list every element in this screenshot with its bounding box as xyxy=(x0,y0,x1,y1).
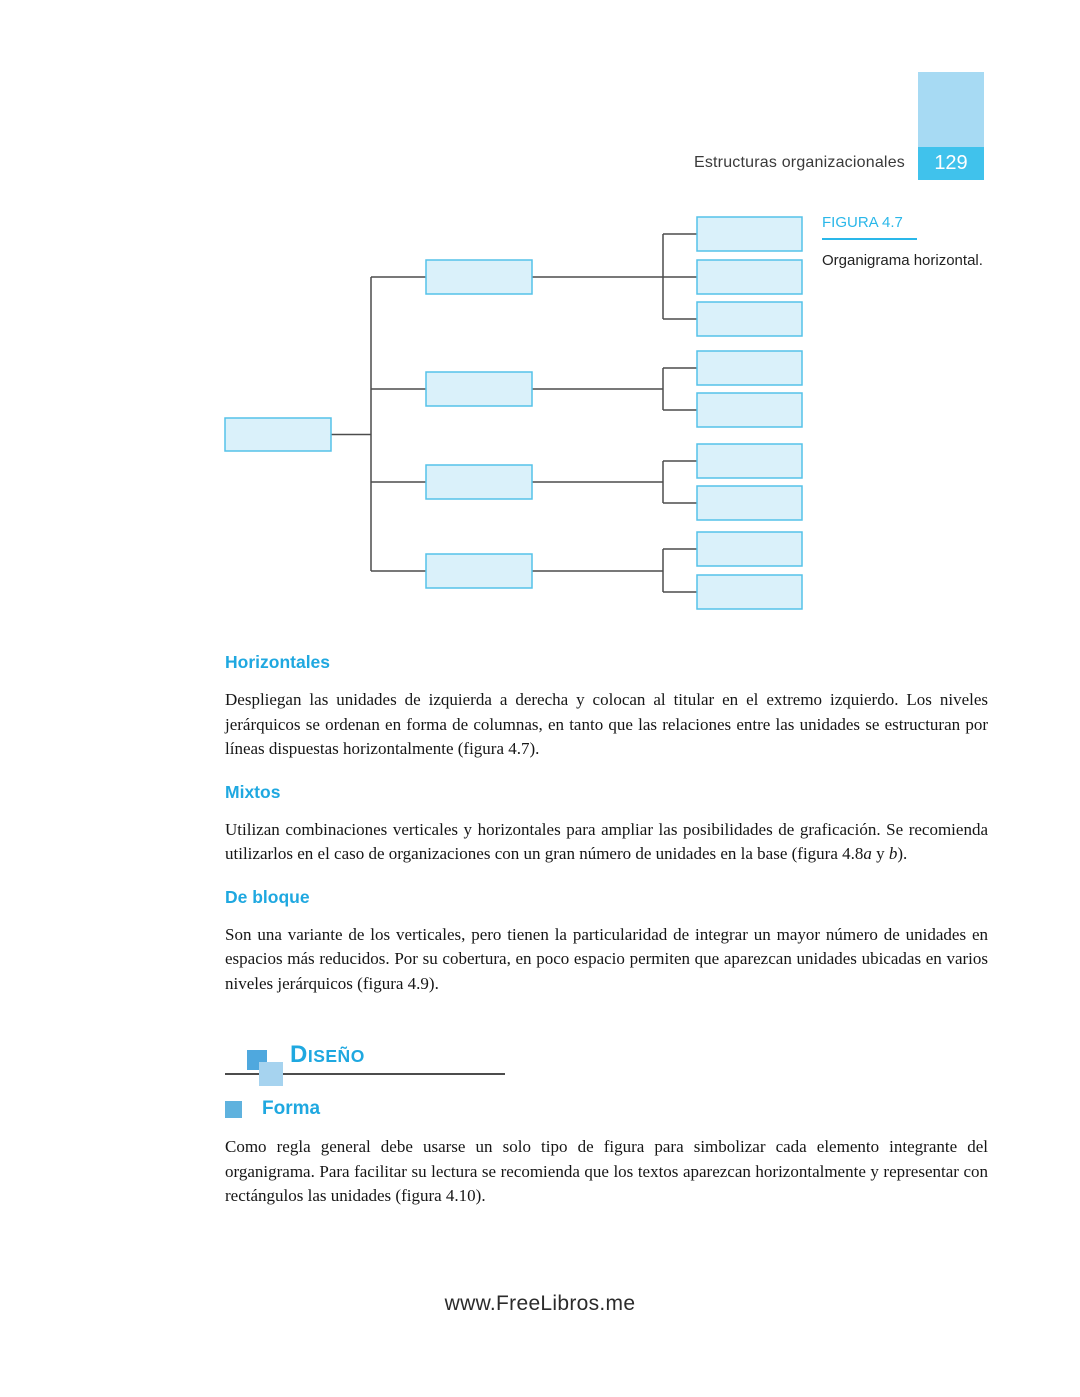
design-title-rest: ISEÑO xyxy=(307,1046,365,1066)
paragraph-mixtos-start: Utilizan combinaciones verticales y hori… xyxy=(225,819,988,864)
org-unit-box xyxy=(696,259,803,295)
org-unit-box xyxy=(696,301,803,337)
page-number: 129 xyxy=(918,147,984,180)
paragraph-forma: Como regla general debe usarse un solo t… xyxy=(225,1137,988,1205)
footer-url: www.FreeLibros.me xyxy=(444,1292,636,1315)
org-unit-box xyxy=(696,216,803,252)
section-design-header: DISEÑO xyxy=(225,1040,505,1092)
design-section-title: DISEÑO xyxy=(290,1041,365,1069)
running-header-title: Estructuras organizacionales xyxy=(693,154,905,171)
heading-forma: Forma xyxy=(262,1098,321,1119)
org-chart-units xyxy=(224,216,803,610)
design-rule-line xyxy=(225,1073,505,1075)
org-unit-box xyxy=(425,464,533,500)
paragraph-de-bloque: Son una variante de los verticales, pero… xyxy=(225,924,988,993)
subsection-forma-header: Forma xyxy=(225,1098,320,1120)
main-text-column: Horizontales Despliegan las unidades de … xyxy=(225,652,988,1016)
paragraph-mixtos-italic-b: b xyxy=(888,844,898,863)
org-chart-figure xyxy=(224,216,803,610)
paragraph-mixtos-middle: y xyxy=(871,844,889,863)
heading-de-bloque: De bloque xyxy=(225,886,310,907)
org-unit-box xyxy=(696,443,803,479)
org-unit-box xyxy=(425,371,533,407)
paragraph-mixtos-end: ). xyxy=(897,844,908,863)
figure-caption-text: Organigrama horizontal. xyxy=(822,252,983,269)
org-unit-box xyxy=(425,259,533,295)
org-unit-box xyxy=(224,417,332,452)
overlapping-squares-icon-light xyxy=(259,1062,283,1086)
org-unit-box xyxy=(696,574,803,610)
org-unit-box xyxy=(696,392,803,428)
paragraph-mixtos: Utilizan combinaciones verticales y hori… xyxy=(225,818,988,867)
heading-mixtos: Mixtos xyxy=(225,781,281,802)
heading-horizontales: Horizontales xyxy=(225,652,331,672)
org-chart-connectors xyxy=(331,233,697,593)
page-number-tab: 129 xyxy=(918,72,984,180)
org-unit-box xyxy=(425,553,533,589)
org-unit-box xyxy=(696,531,803,567)
paragraph-mixtos-italic-a: a xyxy=(863,844,872,863)
paragraph-forma-wrap: Como regla general debe usarse un solo t… xyxy=(225,1135,988,1209)
paragraph-horizontales: Despliegan las unidades de izquierda a d… xyxy=(225,690,988,758)
figure-label: FIGURA 4.7 xyxy=(822,214,917,240)
org-unit-box xyxy=(696,485,803,521)
design-title-initial: D xyxy=(290,1041,308,1068)
page-tab-decoration xyxy=(918,72,984,147)
org-unit-box xyxy=(696,350,803,386)
square-bullet-icon xyxy=(225,1100,242,1118)
figure-caption: FIGURA 4.7 Organigrama horizontal. xyxy=(822,214,1002,269)
